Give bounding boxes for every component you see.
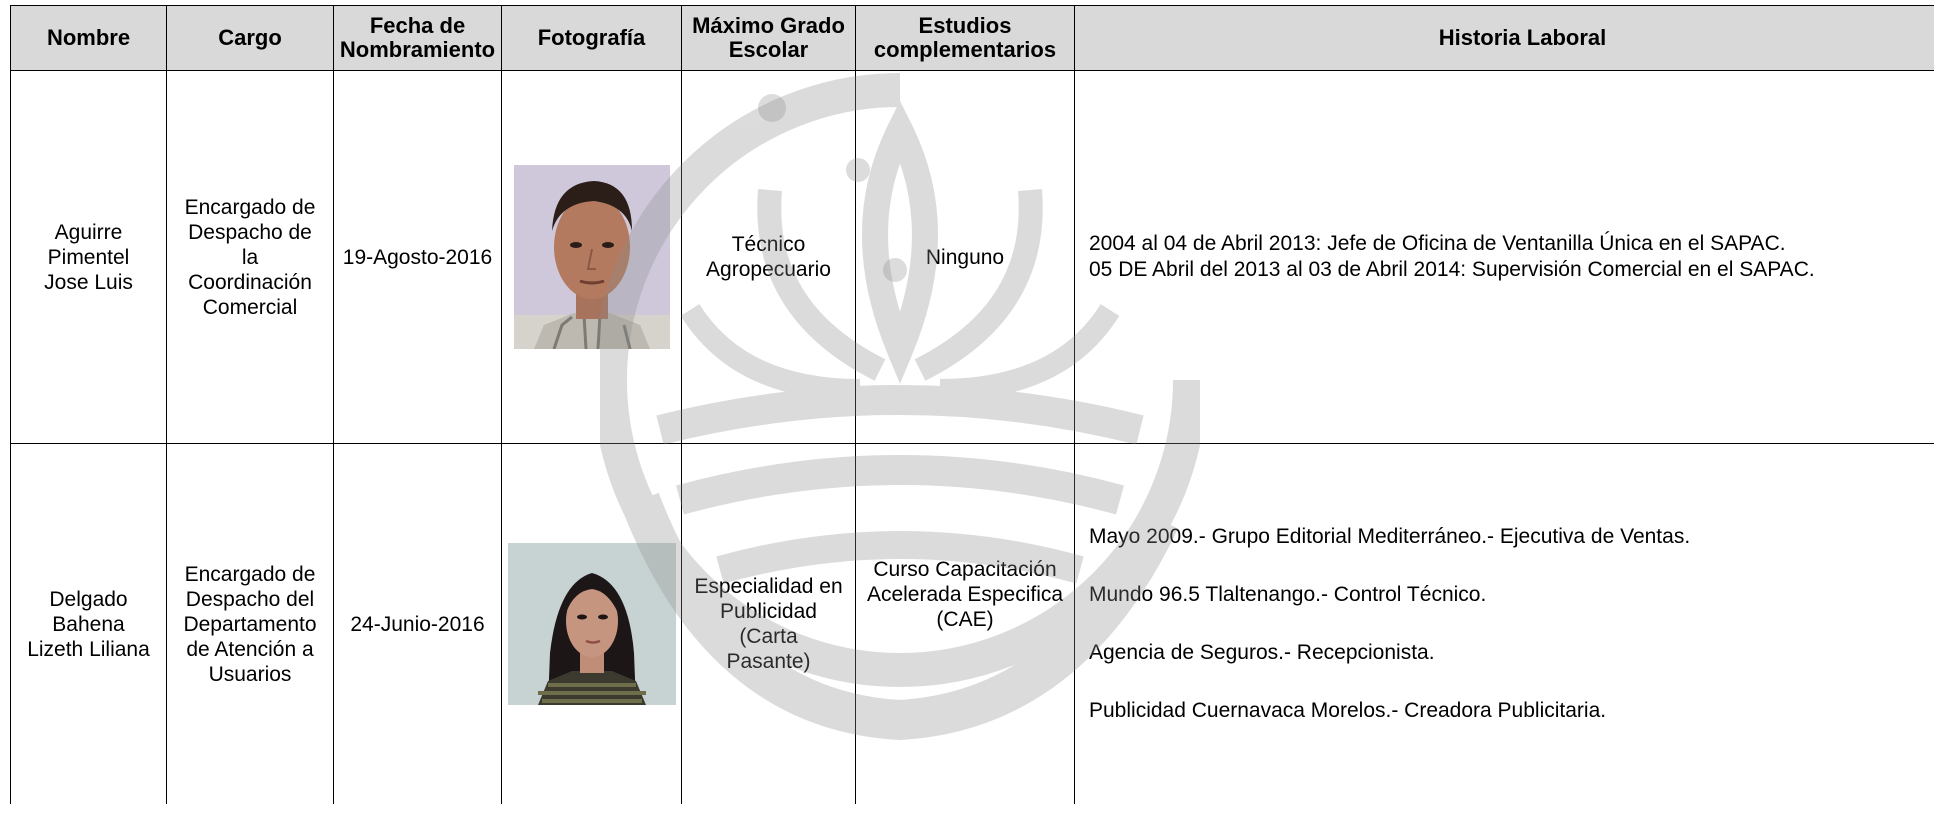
historia-entry: Agencia de Seguros.- Recepcionista. (1089, 641, 1435, 664)
cell-fecha: 24-Junio-2016 (333, 443, 502, 804)
cell-fotografia (501, 70, 682, 444)
table-header-row: Nombre Cargo Fecha de Nombramiento Fotog… (10, 5, 1934, 71)
header-fotografia: Fotografía (501, 5, 682, 71)
cell-grado: Especialidad en Publicidad (Carta Pasant… (681, 443, 856, 804)
header-nombre: Nombre (10, 5, 167, 71)
cell-cargo: Encargado de Despacho de la Coordinación… (166, 70, 334, 444)
cell-nombre: Delgado Bahena Lizeth Liliana (10, 443, 167, 804)
cell-historia: 2004 al 04 de Abril 2013: Jefe de Oficin… (1074, 70, 1934, 444)
employee-photo (513, 165, 670, 349)
historia-entry: 2004 al 04 de Abril 2013: Jefe de Oficin… (1089, 232, 1786, 255)
historia-entry: Publicidad Cuernavaca Morelos.- Creadora… (1089, 699, 1607, 722)
table-row: Aguirre Pimentel Jose Luis Encargado de … (10, 70, 1934, 444)
cell-historia: Mayo 2009.- Grupo Editorial Mediterráneo… (1074, 443, 1934, 804)
personnel-table: Nombre Cargo Fecha de Nombramiento Fotog… (10, 5, 1934, 804)
historia-entry: Mayo 2009.- Grupo Editorial Mediterráneo… (1089, 525, 1691, 548)
cell-estudios: Curso Capacitación Acelerada Especifica … (855, 443, 1075, 804)
historia-entry: Mundo 96.5 Tlaltenango.- Control Técnico… (1089, 583, 1487, 606)
table-row: Delgado Bahena Lizeth Liliana Encargado … (10, 443, 1934, 804)
cell-grado: Técnico Agropecuario (681, 70, 856, 444)
cell-nombre: Aguirre Pimentel Jose Luis (10, 70, 167, 444)
header-fecha: Fecha de Nombramiento (333, 5, 502, 71)
cell-cargo: Encargado de Despacho del Departamento d… (166, 443, 334, 804)
historia-entry: 05 DE Abril del 2013 al 03 de Abril 2014… (1089, 258, 1815, 281)
header-estudios: Estudios complementarios (855, 5, 1075, 71)
cell-fotografia (501, 443, 682, 804)
cell-estudios: Ninguno (855, 70, 1075, 444)
header-grado: Máximo Grado Escolar (681, 5, 856, 71)
header-cargo: Cargo (166, 5, 334, 71)
employee-photo (508, 543, 676, 705)
cell-fecha: 19-Agosto-2016 (333, 70, 502, 444)
header-historia: Historia Laboral (1074, 5, 1934, 71)
